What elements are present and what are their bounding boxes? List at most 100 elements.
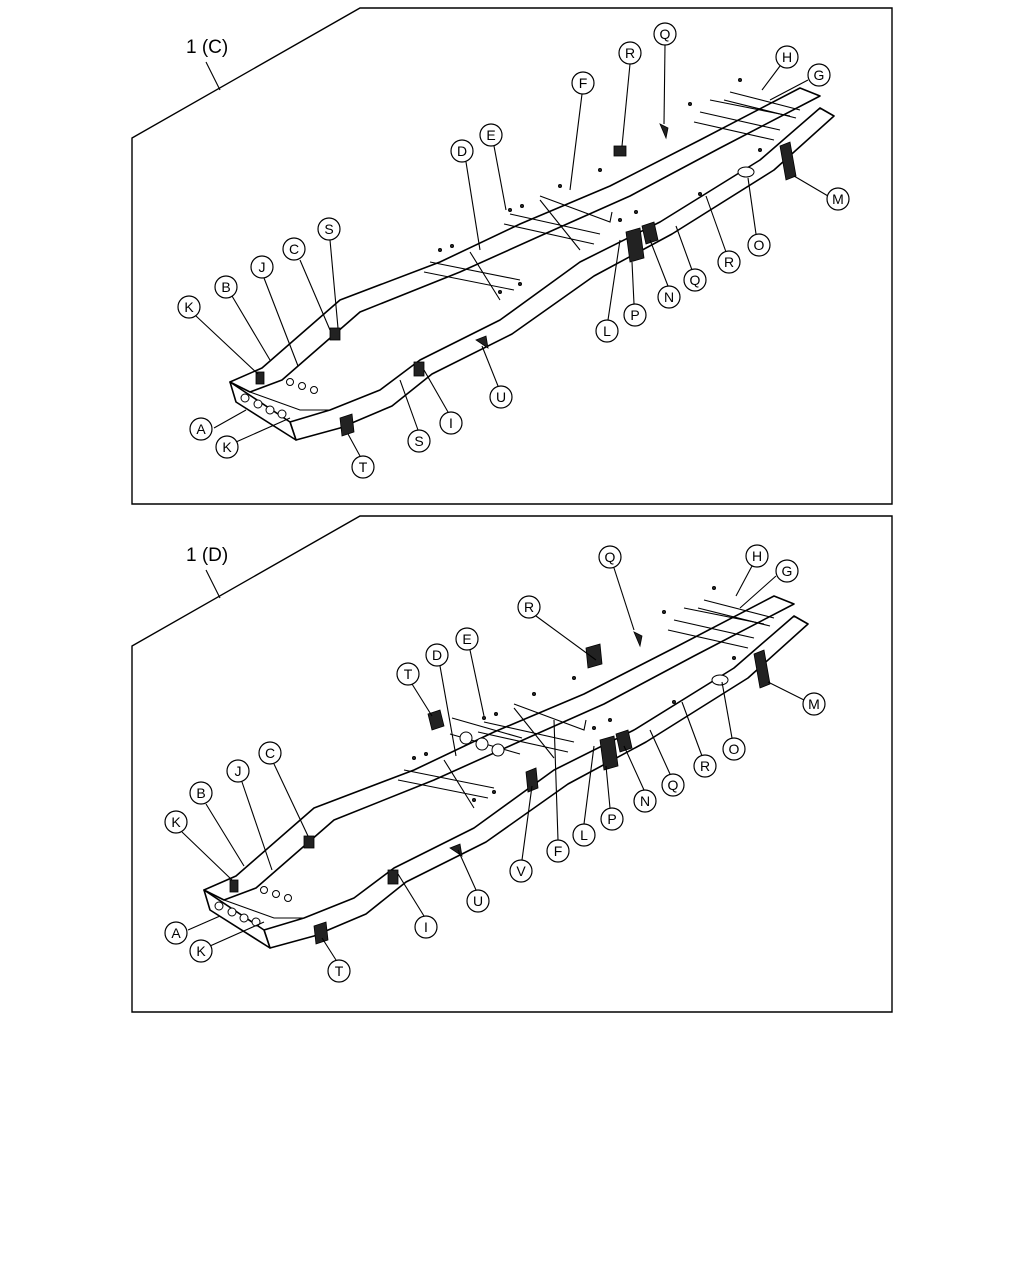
svg-text:H: H — [752, 548, 762, 564]
svg-text:K: K — [196, 943, 206, 959]
callout-j: J — [226, 759, 273, 871]
callout-o: O — [747, 177, 771, 257]
callout-c: C — [282, 237, 331, 331]
callout-d: D — [450, 139, 481, 251]
callout-e: E — [479, 123, 507, 211]
svg-text:L: L — [603, 323, 611, 339]
callout-i: I — [397, 873, 438, 939]
callout-k-lower: K — [189, 921, 265, 963]
callout-m: M — [793, 175, 850, 211]
svg-text:A: A — [196, 421, 206, 437]
callout-h: H — [735, 544, 769, 597]
svg-text:U: U — [473, 893, 483, 909]
callout-r-upper: R — [517, 595, 597, 661]
svg-text:T: T — [359, 459, 368, 475]
callout-f: F — [546, 719, 570, 863]
panel-c-frame — [131, 7, 893, 505]
svg-text:D: D — [457, 143, 467, 159]
callout-g: G — [769, 63, 831, 101]
callout-n: N — [623, 745, 657, 813]
svg-text:T: T — [404, 666, 413, 682]
callout-u: U — [481, 345, 513, 409]
svg-text:Q: Q — [605, 549, 616, 565]
callout-a: A — [189, 409, 247, 441]
svg-text:P: P — [607, 811, 616, 827]
panel-title: 1 (C) — [186, 37, 228, 58]
callout-d: D — [425, 643, 457, 757]
svg-text:S: S — [324, 221, 333, 237]
callout-v: V — [509, 785, 533, 883]
svg-text:U: U — [496, 389, 506, 405]
callout-e: E — [455, 627, 485, 717]
svg-text:Q: Q — [660, 26, 671, 42]
svg-text:D: D — [432, 647, 442, 663]
panel-d: 1 (D) A B C D E F G H I J K K L M N O P … — [131, 515, 893, 1013]
svg-text:C: C — [289, 241, 299, 257]
callout-p: P — [600, 765, 624, 831]
svg-text:F: F — [554, 843, 563, 859]
callout-t-upper: T — [396, 662, 433, 717]
panel-title: 1 (D) — [186, 545, 228, 566]
callout-s-upper: S — [317, 217, 341, 329]
svg-text:K: K — [171, 814, 181, 830]
svg-text:G: G — [782, 563, 793, 579]
svg-text:J: J — [235, 763, 242, 779]
callout-q-lower: Q — [649, 729, 685, 797]
svg-text:R: R — [625, 45, 635, 61]
callout-r-upper: R — [618, 41, 642, 147]
svg-text:H: H — [782, 49, 792, 65]
svg-text:V: V — [516, 863, 526, 879]
callout-u: U — [457, 849, 490, 913]
panel-c: 1 (C) A B C D E F G H I J K K L M N O P … — [131, 7, 893, 505]
svg-text:C: C — [265, 745, 275, 761]
svg-text:I: I — [424, 919, 428, 935]
callout-q-upper: Q — [653, 22, 677, 125]
title-leader — [205, 61, 221, 91]
svg-text:I: I — [449, 415, 453, 431]
chassis-frame-drawing — [229, 77, 835, 441]
svg-text:Q: Q — [668, 777, 679, 793]
callout-g: G — [739, 559, 799, 609]
svg-text:M: M — [832, 191, 844, 207]
panel-d-frame — [131, 515, 893, 1013]
svg-text:Q: Q — [690, 272, 701, 288]
svg-text:R: R — [700, 758, 710, 774]
callout-k-lower: K — [215, 417, 291, 459]
callout-a: A — [164, 915, 221, 945]
svg-text:E: E — [462, 631, 471, 647]
svg-text:M: M — [808, 696, 820, 712]
callout-o: O — [721, 681, 746, 761]
callout-t: T — [347, 433, 375, 479]
callout-c: C — [258, 741, 309, 837]
svg-text:B: B — [196, 785, 205, 801]
callout-l: L — [595, 239, 621, 343]
callout-f: F — [569, 71, 595, 191]
svg-text:L: L — [580, 827, 588, 843]
svg-text:K: K — [222, 439, 232, 455]
callout-s-lower: S — [399, 379, 431, 453]
svg-text:G: G — [814, 67, 825, 83]
svg-text:J: J — [259, 259, 266, 275]
title-leader — [205, 569, 221, 599]
svg-text:O: O — [729, 741, 740, 757]
callout-m: M — [767, 681, 826, 716]
svg-text:R: R — [724, 254, 734, 270]
svg-text:N: N — [640, 793, 650, 809]
callout-t-lower: T — [321, 937, 351, 983]
callout-q-upper: Q — [598, 545, 635, 631]
callout-q-lower: Q — [675, 225, 707, 292]
callout-k-upper: K — [177, 295, 259, 375]
svg-text:N: N — [664, 289, 674, 305]
svg-text:T: T — [335, 963, 344, 979]
callout-p: P — [623, 261, 647, 327]
chassis-frame-drawing — [203, 585, 809, 949]
svg-text:F: F — [579, 75, 588, 91]
svg-text:P: P — [630, 307, 639, 323]
callout-n: N — [649, 239, 681, 309]
svg-text:S: S — [414, 433, 423, 449]
callout-h: H — [761, 45, 799, 91]
svg-text:K: K — [184, 299, 194, 315]
svg-text:R: R — [524, 599, 534, 615]
svg-text:O: O — [754, 237, 765, 253]
